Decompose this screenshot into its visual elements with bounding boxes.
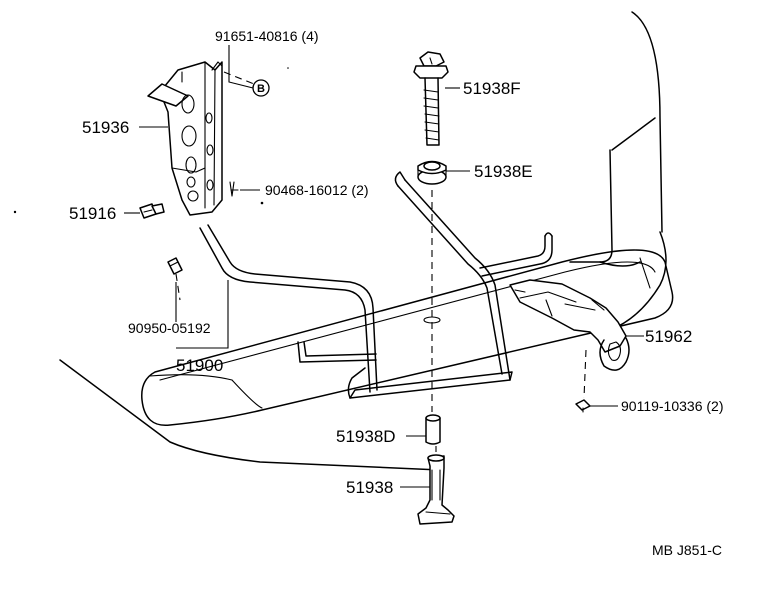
scan-specks — [13, 67, 289, 214]
latch-bracket-51962 — [509, 279, 630, 371]
vehicle-body-outline — [59, 11, 667, 471]
label-51936: 51936 — [82, 118, 129, 137]
label-91651: 91651-40816 (4) — [215, 28, 319, 44]
diagram-code: MB J851-C — [652, 542, 722, 558]
label-90468: 90468-16012 (2) — [265, 182, 369, 198]
bolt-51938F — [413, 51, 449, 146]
rear-bumper — [141, 249, 674, 427]
label-51938D: 51938D — [336, 427, 396, 446]
nut-90950 — [167, 257, 183, 275]
label-90950: 90950-05192 — [128, 320, 211, 336]
part-labels: 91651-40816 (4) 51936 51916 90468-16012 … — [69, 28, 723, 497]
label-51962: 51962 — [645, 327, 692, 346]
mounting-bracket-51936 — [147, 61, 223, 216]
label-51938E: 51938E — [474, 162, 533, 181]
spacer-51938D — [425, 414, 441, 445]
nut-51938E — [417, 160, 447, 185]
label-51916: 51916 — [69, 204, 116, 223]
clip-90468 — [229, 181, 239, 197]
callout-b-label: B — [257, 83, 265, 95]
carrier-frame-51900 — [199, 171, 553, 399]
callout-b-marker: B — [252, 79, 270, 97]
label-51938F: 51938F — [463, 79, 521, 98]
bolt-90119 — [575, 399, 591, 413]
label-51900: 51900 — [176, 356, 223, 375]
leader-lines — [124, 45, 644, 488]
label-90119: 90119-10336 (2) — [621, 398, 723, 414]
tool-51938 — [417, 454, 455, 525]
label-51938: 51938 — [346, 478, 393, 497]
bolt-51916 — [139, 203, 165, 219]
